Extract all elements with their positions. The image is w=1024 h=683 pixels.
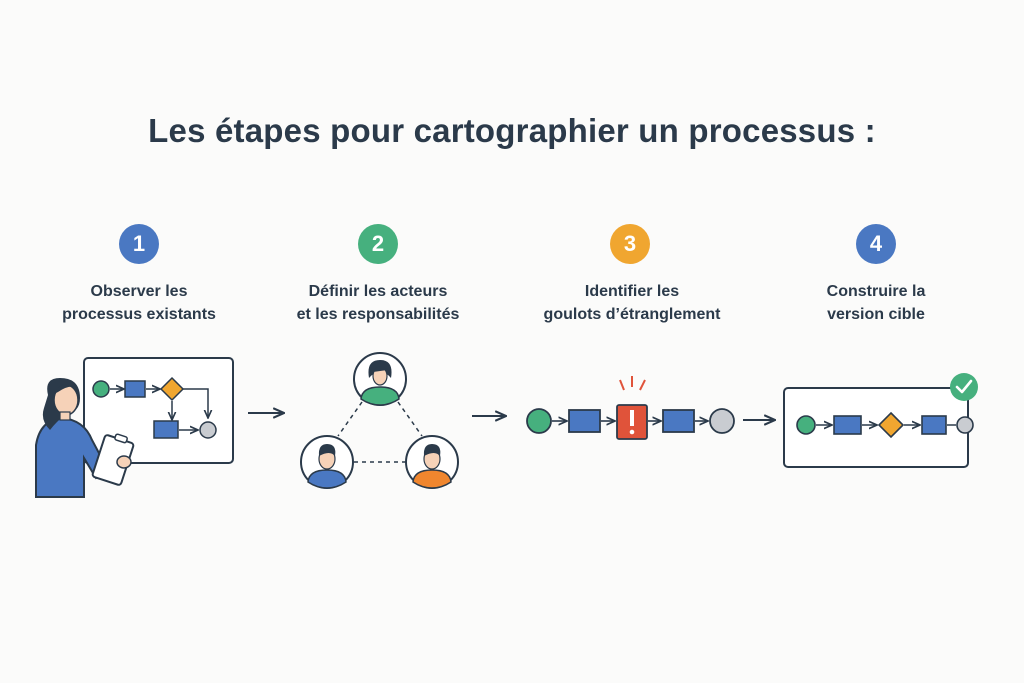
step-3-label-line1: Identifier les <box>584 283 680 300</box>
page-title: Les étapes pour cartographier un process… <box>148 112 876 149</box>
step-2-number: 2 <box>358 224 398 264</box>
actors-network-icon <box>300 352 459 489</box>
step-4-number: 4 <box>856 224 896 264</box>
step-1-label-line2: processus existants <box>62 306 216 323</box>
step-4-label-line1: Construire la <box>826 283 926 300</box>
step-1-label-line1: Observer les <box>90 283 188 300</box>
step-3-label: Identifier les goulots d’étranglement <box>512 280 752 326</box>
step-1-label: Observer les processus existants <box>19 280 259 326</box>
step-3-label-line2: goulots d’étranglement <box>543 306 721 323</box>
step-4-label: Construire la version cible <box>756 280 996 326</box>
target-process-icon <box>783 373 978 468</box>
step-1-number: 1 <box>119 224 159 264</box>
bottleneck-flow-icon <box>526 376 735 440</box>
step-2-label-line1: Définir les acteurs <box>308 283 448 300</box>
step-4-label-line2: version cible <box>827 306 925 323</box>
step-3-number: 3 <box>610 224 650 264</box>
step-2-label-line2: et les responsabilités <box>296 306 460 323</box>
step-2-label: Définir les acteurs et les responsabilit… <box>258 280 498 326</box>
whiteboard-person-icon <box>35 357 234 498</box>
